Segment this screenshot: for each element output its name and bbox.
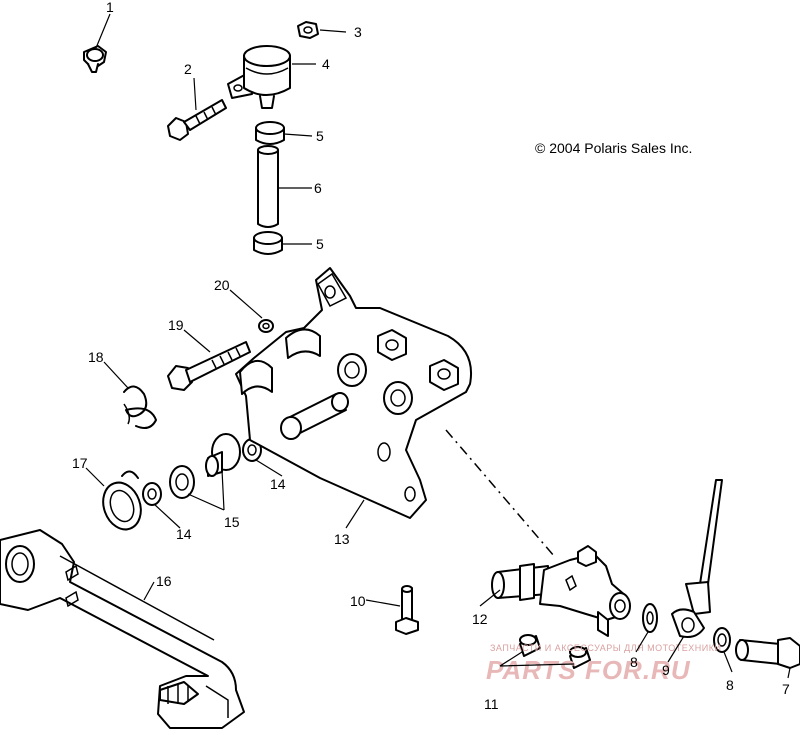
watermark-tagline: ЗАПЧАСТИ И АКСЕССУАРЫ ДЛЯ МОТОТЕХНИКИ — [490, 643, 721, 653]
callout-9: 9 — [662, 662, 670, 678]
callout-2: 2 — [184, 61, 192, 77]
callout-16: 16 — [156, 573, 172, 589]
part-15-bushing-flat — [169, 465, 195, 499]
part-8-washer-left — [642, 603, 658, 633]
copyright-text: © 2004 Polaris Sales Inc. — [535, 140, 692, 156]
part-11-pin-right — [569, 646, 591, 669]
callout-14a: 14 — [176, 526, 192, 542]
part-8-washer-right — [713, 627, 731, 653]
callout-18: 18 — [88, 349, 104, 365]
callout-12: 12 — [472, 611, 488, 627]
part-2-bolt — [167, 99, 227, 141]
callout-1: 1 — [106, 0, 114, 15]
part-17-spring — [102, 470, 142, 531]
callout-8a: 8 — [630, 654, 638, 670]
callout-4: 4 — [322, 56, 330, 72]
callout-14b: 14 — [270, 476, 286, 492]
part-11-pin-left — [519, 634, 541, 657]
callout-17: 17 — [72, 455, 88, 471]
callout-8b: 8 — [726, 677, 734, 693]
leader-lines — [85, 13, 791, 679]
part-18-spring-clip — [123, 385, 157, 429]
callout-3: 3 — [354, 24, 362, 40]
callout-5a: 5 — [316, 128, 324, 144]
callout-19: 19 — [168, 317, 184, 333]
part-16-pedal — [0, 529, 245, 729]
callout-6: 6 — [314, 180, 322, 196]
callout-15: 15 — [224, 514, 240, 530]
part-6-hose — [257, 145, 279, 228]
callout-20: 20 — [214, 277, 230, 293]
callout-7: 7 — [782, 681, 790, 697]
part-19-bolt — [167, 341, 251, 391]
part-4-reservoir — [227, 45, 291, 109]
callout-13: 13 — [334, 531, 350, 547]
part-9-brake-line — [671, 479, 723, 638]
part-5-clamp-lower — [253, 231, 283, 255]
part-3-nut — [297, 21, 319, 39]
part-13-bracket — [235, 267, 472, 519]
part-15-bushing-flanged — [205, 433, 241, 477]
callout-10: 10 — [350, 593, 366, 609]
assembly-line — [445, 429, 555, 557]
part-14-washer-left — [142, 482, 162, 506]
watermark-logo: PARTS FOR.RU — [486, 655, 691, 685]
part-1-clip — [83, 45, 107, 73]
callout-11: 11 — [484, 696, 499, 712]
part-7-banjo-bolt — [735, 637, 800, 669]
part-20-washer — [258, 319, 274, 333]
callout-5b: 5 — [316, 236, 324, 252]
part-5-clamp-upper — [255, 121, 285, 145]
part-12-master-cylinder — [491, 545, 631, 637]
part-10-bolt — [395, 585, 419, 635]
